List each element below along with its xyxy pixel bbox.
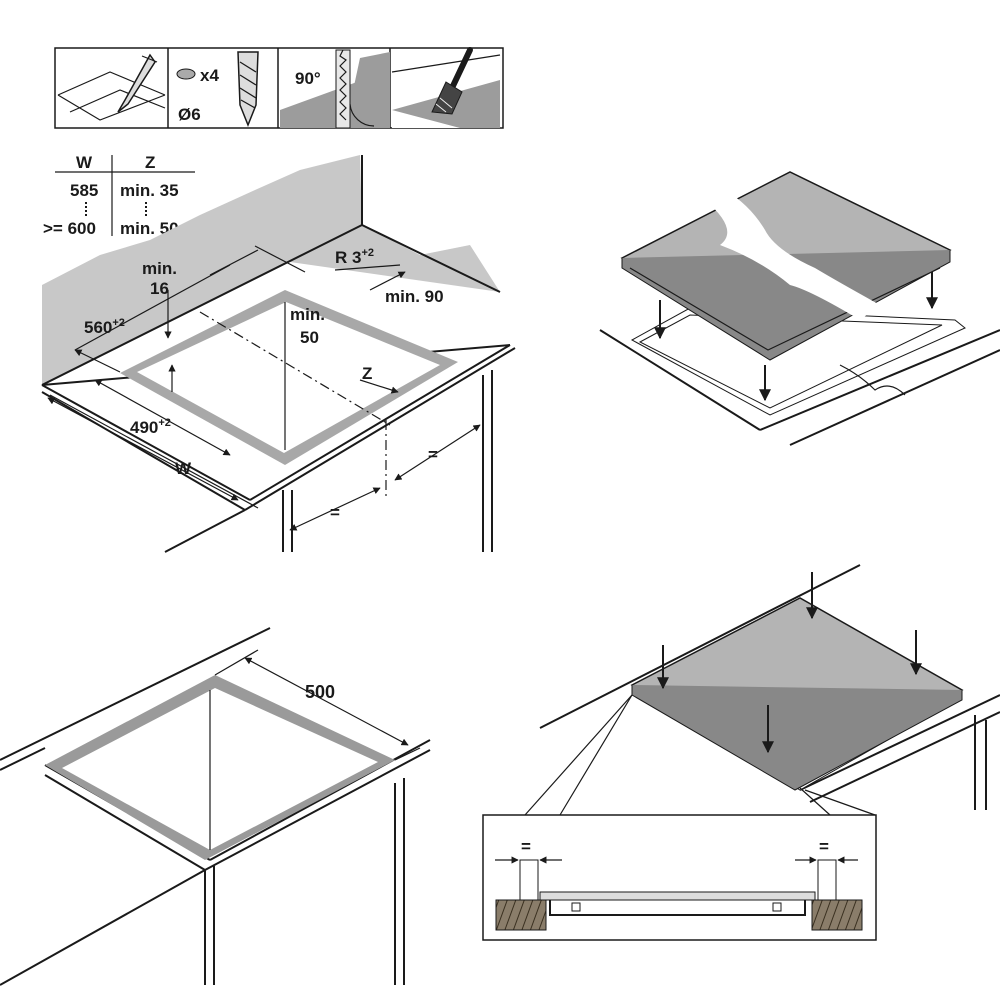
label-min90: min. 90 xyxy=(385,287,444,306)
cutout-diagram: min. 16 R 3+2 min. 90 560+2 min. 50 Z 49… xyxy=(41,155,516,553)
undercut-diagram: 500 xyxy=(0,627,431,986)
table-cell-z-1: min. 35 xyxy=(120,181,179,200)
saw-angle-label: 90° xyxy=(295,69,321,88)
dimension-table: W Z 585 min. 35 >= 600 min. 50 xyxy=(43,153,195,238)
break-line xyxy=(705,190,880,320)
detail-equal-left: = xyxy=(521,837,531,856)
saw-icon: 90° xyxy=(280,49,390,129)
label-w: W xyxy=(175,459,192,478)
table-cell-w-2: >= 600 xyxy=(43,219,96,238)
label-490: 490+2 xyxy=(130,417,171,437)
hob-insertion-diagram xyxy=(599,171,1000,446)
worktop-section-left xyxy=(495,899,547,931)
brush-icon xyxy=(391,47,501,128)
pencil-icon xyxy=(57,53,166,121)
label-min16-line1: min. xyxy=(142,259,177,278)
table-header-z: Z xyxy=(145,153,155,172)
label-500: 500 xyxy=(305,682,335,702)
table-header-w: W xyxy=(76,153,93,172)
worktop-section-right xyxy=(811,899,863,931)
label-min16-line2: 16 xyxy=(150,279,169,298)
label-z: Z xyxy=(362,364,372,383)
detail-callout xyxy=(482,814,877,941)
label-radius: R 3+2 xyxy=(335,247,374,267)
table-cell-w-1: 585 xyxy=(70,181,98,200)
tool-strip: x4 Ø6 90° xyxy=(54,47,504,129)
label-min50-line1: min. xyxy=(290,305,325,324)
label-equal-1: = xyxy=(330,503,340,522)
detail-equal-right: = xyxy=(819,837,829,856)
drill-count-label: x4 xyxy=(200,66,219,85)
drill-diameter-label: Ø6 xyxy=(178,105,201,124)
label-560: 560+2 xyxy=(84,317,125,337)
label-min50-line2: 50 xyxy=(300,328,319,347)
hob-placement-diagram: = = xyxy=(482,564,1000,941)
label-equal-2: = xyxy=(428,445,438,464)
drill-bit-icon: x4 Ø6 xyxy=(176,51,259,128)
